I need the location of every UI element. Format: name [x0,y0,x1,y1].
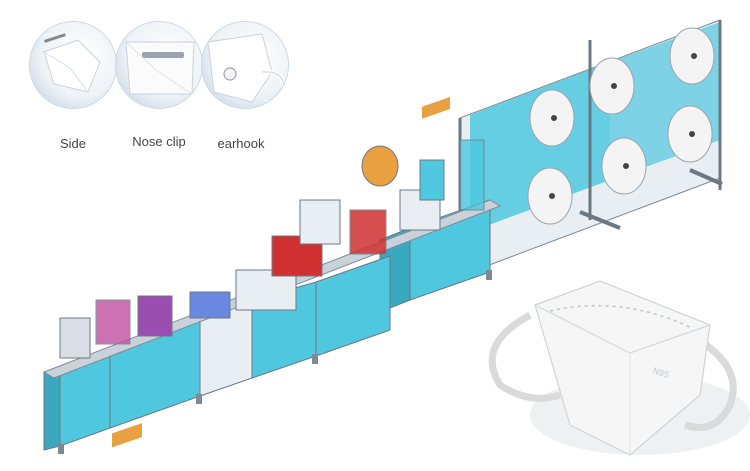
mask-side-detail-circle [30,22,116,108]
detail-label-side: Side [59,136,87,151]
material-roll [601,137,647,195]
material-roll [529,89,575,147]
mask-earhook-detail-circle [202,22,288,108]
material-roll [527,167,573,225]
machine-legs [58,270,492,454]
material-roll [589,57,635,115]
mask-side-detail-icon [43,33,101,93]
n95-mask-image: N95 [488,280,750,456]
material-roll [669,27,715,85]
processing-stations [59,139,485,359]
material-roll [667,105,713,163]
detail-label-earhook: earhook [217,136,265,151]
mask-earhook-detail-icon [207,33,287,105]
material-rolls [527,27,715,225]
detail-label-nose-clip: Nose clip [132,134,186,149]
mask-nose-clip-detail-circle [116,22,202,108]
mask-print-text: N95 [651,365,670,380]
